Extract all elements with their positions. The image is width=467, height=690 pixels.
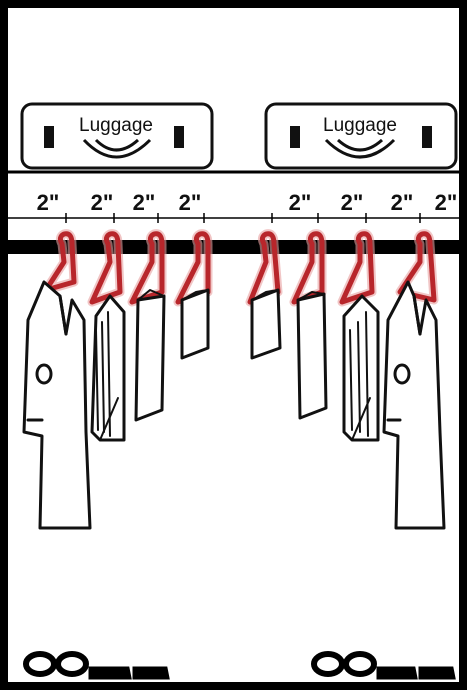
luggage-label-left: Luggage [79, 115, 153, 136]
luggage-right: Luggage [266, 104, 456, 168]
shoes-left [26, 654, 168, 678]
spacing-label: 2" [179, 190, 202, 215]
spacing-label: 2" [391, 190, 414, 215]
folded-item [136, 290, 164, 420]
luggage-label-right: Luggage [323, 115, 397, 136]
spacing-label: 2" [91, 190, 114, 215]
coat-left [24, 282, 90, 528]
shoes-right [314, 654, 454, 678]
garments [24, 282, 444, 528]
spacing-label: 2" [37, 190, 60, 215]
coat-right [384, 282, 444, 528]
folded-item [252, 290, 280, 358]
spacing-label: 2" [435, 190, 458, 215]
folded-item [298, 292, 326, 418]
spacing-label: 2" [341, 190, 364, 215]
folded-item [182, 290, 208, 358]
luggage-left: Luggage [22, 104, 212, 168]
folded-shirt [92, 296, 124, 440]
spacing-label: 2" [289, 190, 312, 215]
folded-shirt [344, 296, 378, 440]
spacing-labels: 2" 2" 2" 2" 2" 2" 2" 2" [37, 190, 458, 215]
spacing-label: 2" [133, 190, 156, 215]
